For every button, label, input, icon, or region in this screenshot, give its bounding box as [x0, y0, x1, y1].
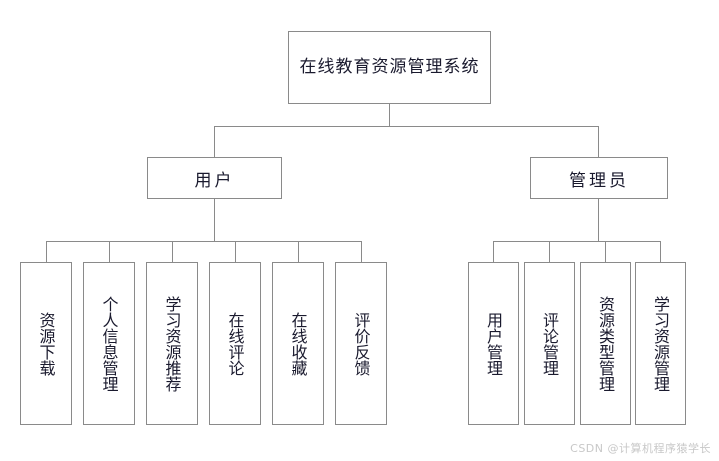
connector-admin-leaf-drop-2: [549, 241, 550, 262]
watermark-text: CSDN @计算机程序猿学长: [570, 442, 711, 455]
connector-drop-admin: [598, 126, 599, 158]
node-root-label: 在线教育资源管理系统: [299, 57, 480, 77]
node-user-function-3[interactable]: 学习资源推荐: [146, 262, 198, 425]
connector-level2-bus: [214, 126, 599, 127]
connector-user-leaf-drop-4: [235, 241, 236, 262]
connector-user-leaf-drop-5: [298, 241, 299, 262]
connector-drop-user: [214, 126, 215, 158]
node-user-function-2[interactable]: 个人信息管理: [83, 262, 135, 425]
connector-user-leaf-drop-2: [109, 241, 110, 262]
node-user-function-4-label: 在线评论: [225, 311, 245, 376]
node-user-label: 用户: [194, 170, 235, 191]
node-user-function-6-label: 评价反馈: [351, 311, 371, 376]
node-admin-function-4[interactable]: 学习资源管理: [635, 262, 686, 425]
connector-user-leaf-drop-1: [46, 241, 47, 262]
connector-admin-leaf-drop-3: [605, 241, 606, 262]
node-admin-function-3[interactable]: 资源类型管理: [580, 262, 631, 425]
node-user-function-3-label: 学习资源推荐: [162, 295, 182, 392]
connector-admin-leaf-bus: [493, 241, 660, 242]
connector-admin-leaf-drop-1: [493, 241, 494, 262]
node-user-function-5[interactable]: 在线收藏: [272, 262, 324, 425]
node-user[interactable]: 用户: [147, 157, 282, 199]
connector-admin-stem: [598, 199, 599, 241]
node-admin-label: 管理员: [569, 170, 629, 191]
node-admin-function-1-label: 用户管理: [484, 311, 503, 376]
node-user-function-2-label: 个人信息管理: [99, 295, 119, 392]
node-admin-function-2[interactable]: 评论管理: [524, 262, 575, 425]
connector-admin-leaf-drop-4: [660, 241, 661, 262]
node-admin-function-4-label: 学习资源管理: [651, 295, 670, 392]
node-user-function-4[interactable]: 在线评论: [209, 262, 261, 425]
node-admin[interactable]: 管理员: [530, 157, 668, 199]
node-admin-function-2-label: 评论管理: [540, 311, 559, 376]
connector-user-leaf-bus: [46, 241, 361, 242]
node-user-function-1[interactable]: 资源下载: [20, 262, 72, 425]
node-user-function-1-label: 资源下载: [36, 311, 56, 376]
node-user-function-5-label: 在线收藏: [288, 311, 308, 376]
node-user-function-6[interactable]: 评价反馈: [335, 262, 387, 425]
connector-root-stem: [389, 104, 390, 126]
node-root-system[interactable]: 在线教育资源管理系统: [288, 31, 491, 104]
connector-user-leaf-drop-6: [361, 241, 362, 262]
node-admin-function-3-label: 资源类型管理: [596, 295, 615, 392]
node-admin-function-1[interactable]: 用户管理: [468, 262, 519, 425]
connector-user-leaf-drop-3: [172, 241, 173, 262]
connector-user-stem: [214, 199, 215, 241]
